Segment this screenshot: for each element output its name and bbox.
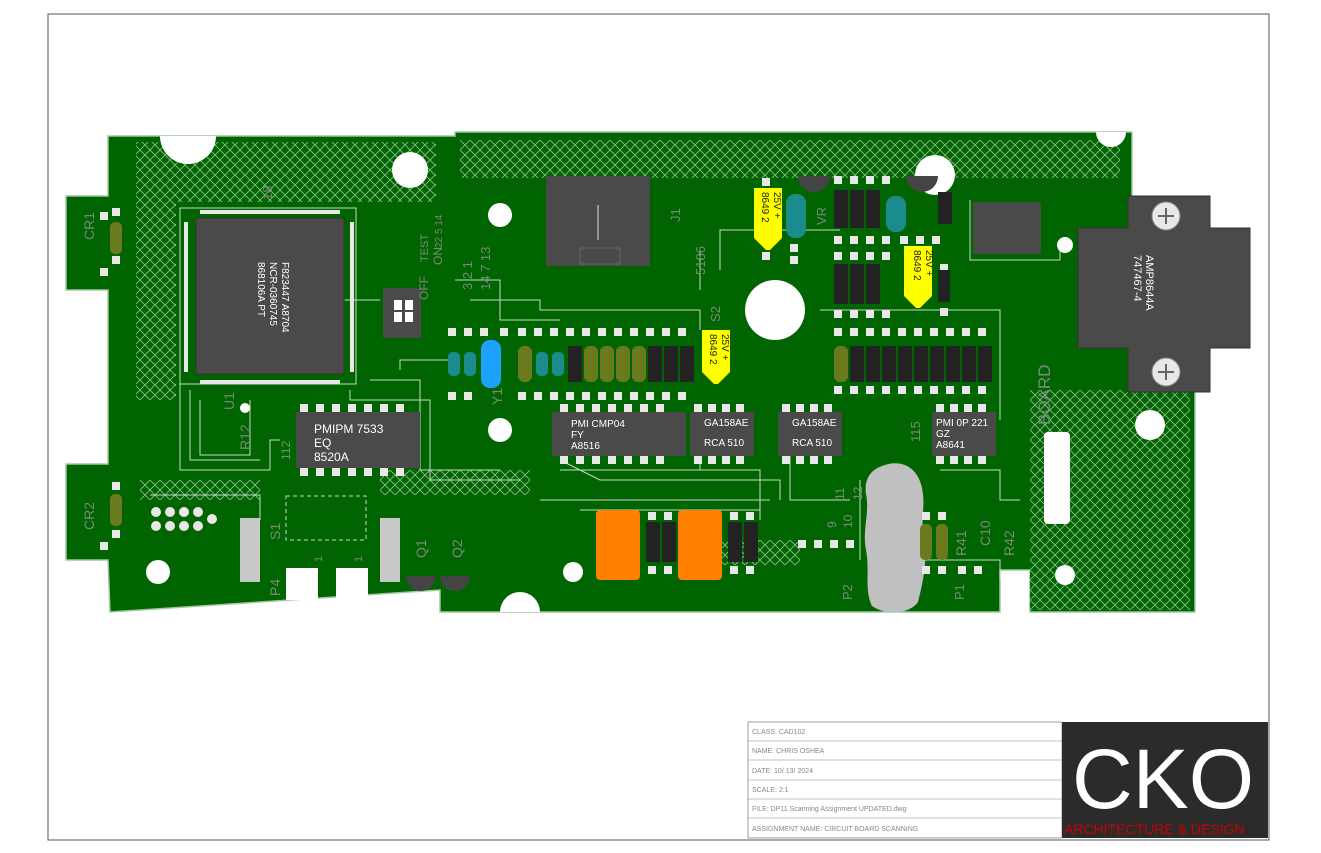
pmipm-line3: 8520A xyxy=(314,450,349,464)
title-scale: SCALE: 2:1 xyxy=(752,787,789,794)
label-p1: P1 xyxy=(952,584,967,600)
main-chip-line2: NCR-0360745 xyxy=(267,262,278,326)
title-block: CLASS: CAD102 NAME: CHRIS OSHEA DATE: 10… xyxy=(747,721,1063,839)
board-notch-bottom xyxy=(500,592,540,612)
label-q1: Q1 xyxy=(413,539,429,558)
pmipm-chip: PMIPM 7533 EQ 8520A xyxy=(296,404,420,476)
label-9: 9 xyxy=(825,521,839,528)
svg-text:25V +: 25V + xyxy=(771,192,782,219)
dip-label-nums2: 14 7 13 xyxy=(478,247,493,290)
dip-label-test: TEST xyxy=(419,234,431,262)
svg-text:25V +: 25V + xyxy=(923,250,934,277)
main-chip-line1: 868106A PT xyxy=(255,262,266,317)
label-cr2: CR2 xyxy=(81,502,97,530)
dip-label-on: ON xyxy=(431,247,445,265)
ga158ae-chip-1: GA158AE RCA 510 xyxy=(690,404,754,464)
component-row-right xyxy=(834,328,992,394)
component-cluster-top-right xyxy=(762,176,952,318)
op221-line1: PMI 0P 221 xyxy=(936,418,989,429)
svg-text:8649 2: 8649 2 xyxy=(911,250,922,281)
pmipm-line1: PMIPM 7533 xyxy=(314,422,384,436)
title-date: DATE: 10/ 13/ 2024 xyxy=(752,768,813,775)
pmipm-line2: EQ xyxy=(314,436,331,450)
svg-text:8649 2: 8649 2 xyxy=(759,192,770,223)
component-cluster-bottom-right xyxy=(798,512,982,574)
label-u1: U1 xyxy=(221,392,237,410)
cmp04-line1: PMI CMP04 xyxy=(571,419,625,430)
board-notch-right xyxy=(1096,132,1126,147)
board-notch-left xyxy=(160,136,216,164)
label-vr: VR xyxy=(814,207,829,225)
yellow-cap-1: 25V + 8649 2 xyxy=(754,188,782,250)
label-r42: R42 xyxy=(1001,530,1017,556)
yellow-cap-2: 25V + 8649 2 xyxy=(904,246,934,308)
mounting-holes xyxy=(146,152,1165,585)
logo-text: CKO xyxy=(1072,732,1254,826)
title-assignment: ASSIGNMENT NAME: CIRCUIT BOARD SCANNING xyxy=(752,826,918,833)
cko-logo: CKO ARCHITECTURE & DESIGN xyxy=(1062,722,1268,838)
cr1-diode xyxy=(100,208,122,276)
label-r12: R12 xyxy=(237,424,253,450)
ga2-line1: GA158AE xyxy=(792,418,837,429)
dip-label-values: 22 5 14 xyxy=(434,214,445,248)
main-chip-line3: F823447 A8704 xyxy=(279,262,290,333)
label-12: 12 xyxy=(851,486,865,500)
ga1-line2: RCA 510 xyxy=(704,438,744,449)
label-cr1: CR1 xyxy=(81,212,97,240)
cr2-diode xyxy=(100,482,122,550)
orange-cap-row xyxy=(596,510,758,580)
op221-line2: GZ xyxy=(936,429,950,440)
label-10: 10 xyxy=(841,514,855,528)
dip-label-off: OFF xyxy=(417,276,431,300)
logo-subtitle: ARCHITECTURE & DESIGN xyxy=(1064,821,1244,837)
op221-line3: A8641 xyxy=(936,440,965,451)
title-name: NAME: CHRIS OSHEA xyxy=(752,748,825,755)
label-11: 11 xyxy=(833,487,847,500)
label-5186: 5186 xyxy=(693,246,708,275)
j1-connector xyxy=(546,176,650,266)
board-slot xyxy=(1044,432,1070,524)
damaged-area xyxy=(864,463,926,613)
label-q2: Q2 xyxy=(449,539,465,558)
amp-chip-line2: 747467-4 xyxy=(1131,255,1143,302)
dip-label-nums: 3 2 1 xyxy=(460,261,475,290)
amp-connector: AMP8644A 747467-4 xyxy=(1077,195,1251,393)
title-file: FILE: DP11 Scanning Assignment UPDATED.d… xyxy=(752,806,907,813)
component-row-middle xyxy=(448,328,694,400)
label-c10: C10 xyxy=(977,520,993,546)
ga158ae-chip-2: GA158AE RCA 510 xyxy=(778,404,842,464)
component-cluster-bottom-left xyxy=(151,495,470,600)
cmp04-line3: A8516 xyxy=(571,441,600,452)
ga2-line2: RCA 510 xyxy=(792,438,832,449)
svg-text:25V +: 25V + xyxy=(719,334,730,361)
label-r41: R41 xyxy=(953,530,969,556)
label-one-b: 1 xyxy=(353,556,365,562)
label-115: 115 xyxy=(908,421,923,442)
label-y1: Y1 xyxy=(489,388,505,405)
label-p2: P2 xyxy=(840,584,855,600)
svg-text:8649 2: 8649 2 xyxy=(707,334,718,365)
label-p4: P4 xyxy=(267,579,283,596)
main-qfp-chip: 868106A PT NCR-0360745 F823447 A8704 xyxy=(179,207,357,385)
yellow-cap-3: 25V + 8649 2 xyxy=(702,330,730,384)
label-s1: S1 xyxy=(267,523,283,540)
amp-chip-line1: AMP8644A xyxy=(1143,255,1155,311)
label-s2: S2 xyxy=(708,306,723,322)
label-board: BOARD xyxy=(1035,365,1054,425)
op221-chip: PMI 0P 221 GZ A8641 xyxy=(932,404,996,464)
title-class: CLASS: CAD102 xyxy=(752,729,805,736)
label-one-a: 1 xyxy=(313,556,325,562)
cmp04-line2: FY xyxy=(571,430,584,441)
dip-switch xyxy=(383,288,421,338)
cmp04-chip: PMI CMP04 FY A8516 xyxy=(552,404,686,464)
voltage-regulator-block xyxy=(973,202,1041,254)
label-j1: J1 xyxy=(668,208,683,222)
label-112: 112 xyxy=(279,441,293,460)
ga1-line1: GA158AE xyxy=(704,418,749,429)
sheet-border xyxy=(47,13,1270,841)
label-18: 18 xyxy=(260,186,275,200)
